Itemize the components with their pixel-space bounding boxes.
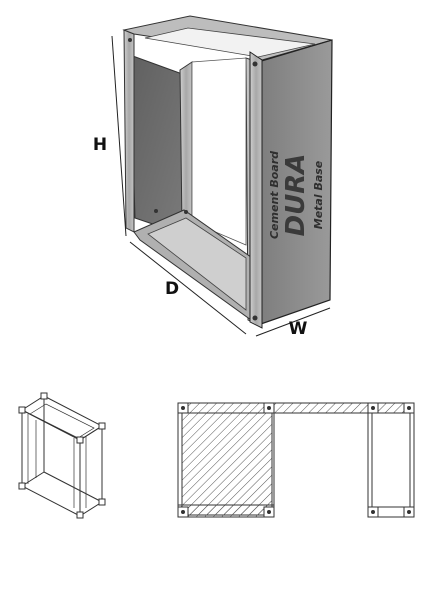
frame-plan-view-icon: [177, 402, 415, 518]
branding-line-3: Metal Base: [312, 160, 325, 229]
height-label: H: [93, 135, 107, 155]
plan-top-rail: [177, 402, 415, 414]
depth-label: D: [165, 279, 179, 299]
cabinet-frame-line-icon: [18, 392, 106, 519]
plan-left-bottom-rail: [177, 504, 275, 518]
plan-right-frame: [367, 402, 415, 518]
bolt-icon: [252, 61, 258, 67]
bolt-icon: [154, 209, 158, 213]
inner-left-rail: [179, 61, 193, 229]
depth-dimension-line: [129, 241, 247, 335]
width-dimension-line: [255, 307, 331, 337]
panel-branding: Cement Board DURA Metal Base: [268, 151, 325, 239]
bottom-inner-floor: [147, 217, 247, 311]
bolt-icon: [252, 315, 258, 321]
back-opening: [191, 57, 247, 246]
plan-left-panel: [181, 412, 273, 516]
main-cabinet-illustration: Cement Board DURA Metal Base H D W: [93, 15, 333, 339]
left-rear-post: [123, 29, 135, 233]
branding-line-1: Cement Board: [268, 151, 281, 239]
top-opening: [144, 27, 316, 58]
back-board-panel: [129, 54, 186, 236]
bolt-icon: [184, 210, 188, 214]
width-label: W: [289, 319, 308, 339]
branding-line-2: DURA: [281, 154, 311, 237]
right-front-post: [249, 51, 263, 329]
bolt-icon: [128, 38, 132, 42]
height-dimension-line: [111, 35, 127, 237]
